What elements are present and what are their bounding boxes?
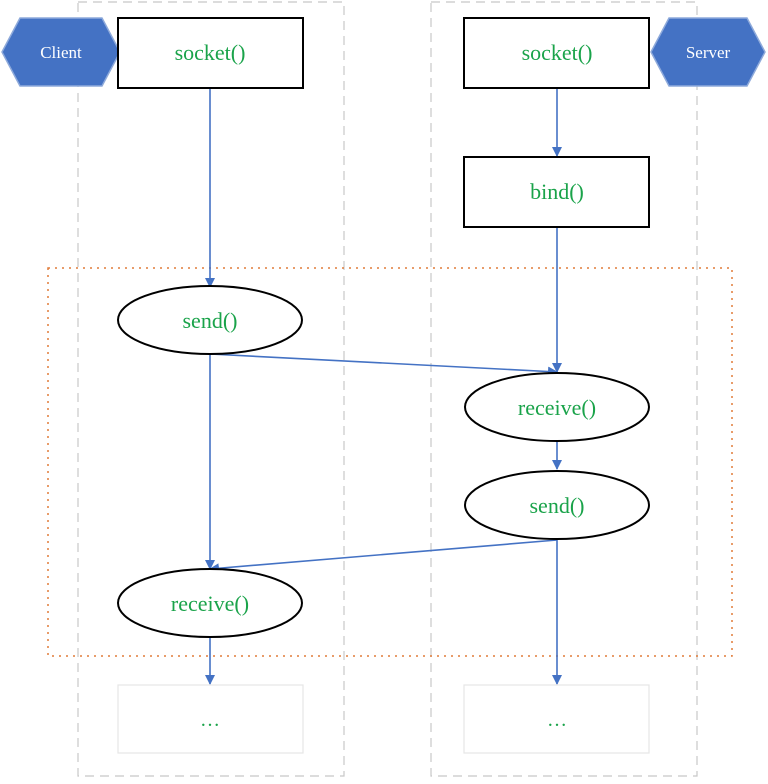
server-bind-box	[463, 156, 650, 228]
client-socket-box	[117, 17, 304, 89]
client-send-ellipse	[117, 285, 303, 355]
client-receive-label: receive()	[171, 591, 249, 616]
arrow-server-send-to-client-receive	[209, 539, 558, 574]
server-receive-label: receive()	[518, 395, 596, 420]
client-socket-label: socket()	[175, 40, 246, 65]
server-send-ellipse	[464, 470, 650, 540]
server-bind-label: bind()	[530, 179, 584, 204]
client-tag-label: Client	[40, 43, 82, 62]
loop-region	[47, 267, 733, 657]
client-lane	[77, 1, 345, 777]
server-receive-ellipse	[464, 372, 650, 442]
client-send-label: send()	[183, 308, 238, 333]
server-lane	[430, 1, 698, 777]
client-continuation-label: …	[200, 709, 220, 731]
server-continuation-box	[463, 684, 650, 754]
client-receive-ellipse	[117, 568, 303, 638]
server-tag-hexagon	[650, 17, 766, 87]
server-send-label: send()	[530, 493, 585, 518]
server-continuation-label: …	[547, 709, 567, 731]
arrow-client-send-to-server-receive	[209, 353, 558, 377]
server-tag-label: Server	[686, 43, 731, 62]
server-socket-box	[463, 17, 650, 89]
server-socket-label: socket()	[522, 40, 593, 65]
client-continuation-box	[117, 684, 304, 754]
